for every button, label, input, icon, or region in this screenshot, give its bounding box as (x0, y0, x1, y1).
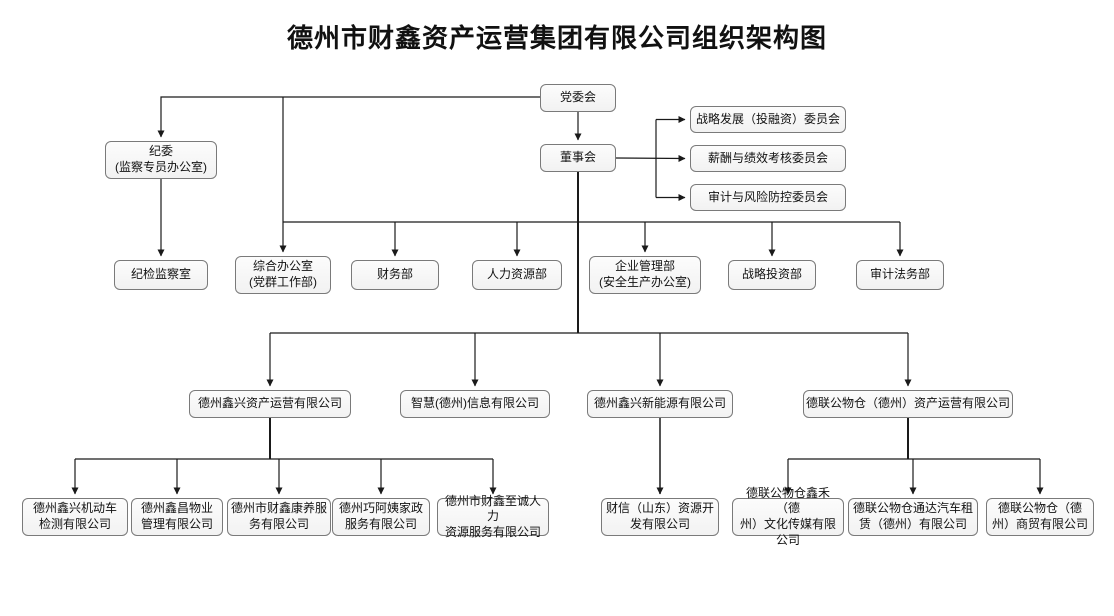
org-node-vehicle-inspection-co: 德州鑫兴机动车 检测有限公司 (22, 498, 128, 536)
org-node-audit-legal-dept: 审计法务部 (856, 260, 944, 290)
org-node-enterprise-management-dept: 企业管理部 (安全生产办公室) (589, 256, 701, 294)
org-node-kangyang-service-co: 德州市财鑫康养服 务有限公司 (227, 498, 331, 536)
org-node-general-office: 综合办公室 (党群工作部) (235, 256, 331, 294)
org-node-xinxing-new-energy-co: 德州鑫兴新能源有限公司 (587, 390, 733, 418)
org-node-strategy-development-committee: 战略发展（投融资）委员会 (690, 106, 846, 133)
org-node-zhihui-info-co: 智慧(德州)信息有限公司 (400, 390, 550, 418)
org-node-xinxing-asset-co: 德州鑫兴资产运营有限公司 (189, 390, 351, 418)
org-node-board: 董事会 (540, 144, 616, 172)
org-node-tongda-car-rental-co: 德联公物仓通达汽车租 赁（德州）有限公司 (848, 498, 978, 536)
org-node-delian-trading-co: 德联公物仓（德 州）商贸有限公司 (986, 498, 1094, 536)
org-node-housekeeping-service-co: 德州巧阿姨家政 服务有限公司 (332, 498, 430, 536)
org-node-hr-dept: 人力资源部 (472, 260, 562, 290)
org-node-audit-risk-committee: 审计与风险防控委员会 (690, 184, 846, 211)
org-node-strategic-investment-dept: 战略投资部 (728, 260, 816, 290)
org-node-xinhe-culture-media-co: 德联公物仓鑫禾（德 州）文化传媒有限公司 (732, 486, 844, 547)
org-node-xinchang-property-co: 德州鑫昌物业 管理有限公司 (131, 498, 223, 536)
org-node-discipline-committee: 纪委 (监察专员办公室) (105, 141, 217, 179)
org-node-party-committee: 党委会 (540, 84, 616, 112)
org-node-caixin-resource-dev-co: 财信（山东）资源开 发有限公司 (601, 498, 719, 536)
org-node-delian-asset-co: 德联公物仓（德州）资产运营有限公司 (803, 390, 1013, 418)
org-node-zhicheng-hr-service-co: 德州市财鑫至诚人力 资源服务有限公司 (437, 494, 549, 539)
chart-title: 德州市财鑫资产运营集团有限公司组织架构图 (286, 23, 827, 53)
org-node-finance-dept: 财务部 (351, 260, 439, 290)
org-node-salary-performance-committee: 薪酬与绩效考核委员会 (690, 145, 846, 172)
org-node-discipline-inspection-office: 纪检监察室 (114, 260, 208, 290)
